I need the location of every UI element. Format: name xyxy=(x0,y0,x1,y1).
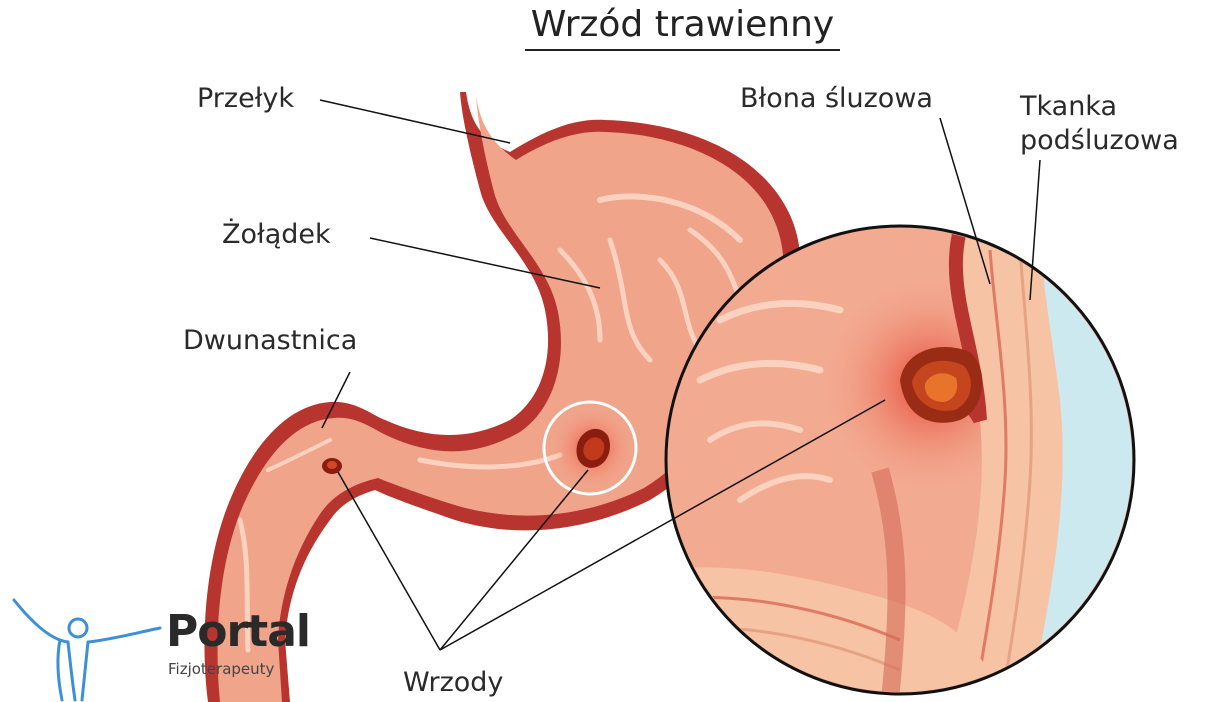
duodenal-ulcer xyxy=(322,458,342,474)
page-title: Wrzód trawienny xyxy=(0,4,1225,45)
label-esophagus: Przełyk xyxy=(197,84,294,114)
logo-name: Portal xyxy=(166,610,310,654)
logo-subtitle: Fizjoterapeuty xyxy=(168,660,274,678)
label-mucosa: Błona śluzowa xyxy=(740,84,933,114)
label-duodenum: Dwunastnica xyxy=(183,326,357,356)
label-submucosa-line2: podśluzowa xyxy=(1020,126,1179,156)
label-stomach: Żołądek xyxy=(222,220,331,250)
label-ulcers: Wrzody xyxy=(403,668,503,698)
label-submucosa-line1: Tkanka xyxy=(1020,92,1117,122)
stomach-ulcer xyxy=(544,402,636,494)
logo-figure-icon xyxy=(14,600,160,700)
